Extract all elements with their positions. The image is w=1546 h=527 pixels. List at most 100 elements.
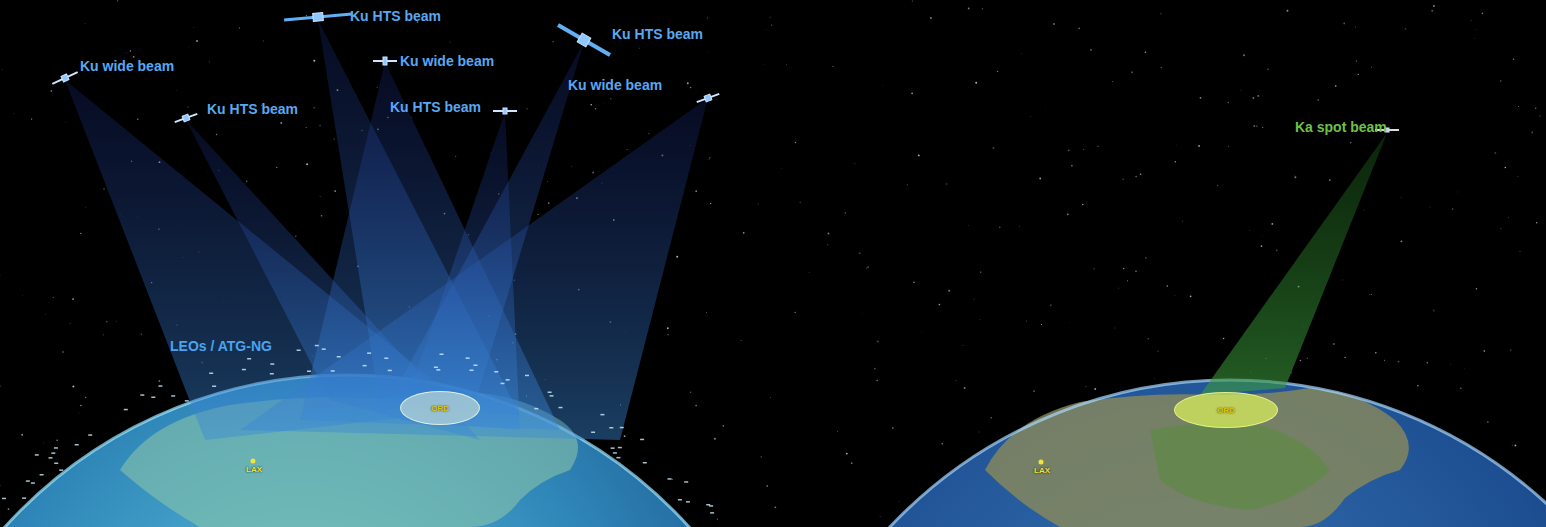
leo-satellite <box>297 350 301 352</box>
star <box>882 84 884 86</box>
star <box>1140 173 1142 175</box>
star <box>1356 61 1357 62</box>
star <box>1145 257 1147 259</box>
star <box>263 40 265 42</box>
star <box>874 368 876 370</box>
star <box>85 397 86 398</box>
star <box>1033 390 1035 392</box>
leo-satellite <box>436 369 440 371</box>
star <box>1135 176 1137 178</box>
leo-satellite <box>534 408 538 410</box>
star <box>1457 191 1459 193</box>
star <box>1335 85 1337 87</box>
leo-satellite <box>2 498 6 500</box>
star <box>859 252 861 254</box>
star <box>1482 12 1484 14</box>
star <box>595 108 596 109</box>
star <box>1217 185 1218 186</box>
airport-code: LAX <box>246 465 262 474</box>
star <box>920 331 922 333</box>
star <box>1363 209 1365 211</box>
star <box>1535 108 1537 110</box>
star <box>126 52 128 54</box>
star <box>69 322 71 324</box>
star <box>56 439 58 441</box>
star <box>1071 165 1073 167</box>
star <box>707 17 709 19</box>
beam-label: Ku HTS beam <box>390 99 481 115</box>
leo-satellite <box>54 447 58 449</box>
star <box>866 268 867 269</box>
leo-satellite <box>40 474 44 476</box>
star <box>690 87 692 89</box>
star <box>1252 97 1254 99</box>
star <box>306 127 307 128</box>
leo-satellite <box>51 452 55 454</box>
star <box>709 157 711 159</box>
star <box>1531 132 1533 134</box>
star <box>774 506 776 508</box>
star <box>0 485 1 486</box>
star <box>907 184 908 185</box>
star <box>239 27 240 28</box>
star <box>1518 106 1520 108</box>
leo-satellite <box>609 427 613 429</box>
star <box>1029 116 1031 118</box>
star <box>723 425 725 427</box>
star <box>1161 67 1162 68</box>
star <box>13 113 15 115</box>
star <box>1123 268 1125 270</box>
star <box>968 224 970 226</box>
star <box>800 202 801 203</box>
star <box>1067 213 1069 215</box>
star <box>1190 295 1192 297</box>
star <box>676 256 678 258</box>
star <box>1175 161 1176 162</box>
airport-code: ORD <box>1217 406 1235 415</box>
leo-satellite <box>501 383 505 385</box>
star <box>786 63 788 65</box>
beam-label: Ku wide beam <box>80 58 174 74</box>
leo-satellite <box>559 407 563 409</box>
star <box>80 405 82 407</box>
star <box>1082 204 1083 205</box>
star <box>766 485 768 487</box>
star <box>827 244 828 245</box>
star <box>1228 102 1229 103</box>
star <box>1473 37 1475 39</box>
star <box>1198 145 1200 147</box>
star <box>1019 225 1021 227</box>
star <box>377 87 378 88</box>
star <box>667 327 669 329</box>
star <box>1431 10 1433 12</box>
star <box>31 118 32 119</box>
star <box>1050 304 1052 306</box>
star <box>319 196 321 198</box>
star <box>1094 268 1095 269</box>
leo-satellite <box>88 434 92 436</box>
star <box>627 149 628 150</box>
star <box>879 515 881 517</box>
star <box>526 108 528 110</box>
star <box>1078 28 1080 30</box>
star <box>1514 444 1516 446</box>
star <box>757 203 759 205</box>
star <box>1041 324 1042 325</box>
star <box>1450 363 1452 365</box>
leo-satellite <box>35 454 39 456</box>
leo-satellite <box>434 367 438 369</box>
star <box>313 60 315 62</box>
star <box>939 304 941 306</box>
star <box>1368 294 1370 296</box>
star <box>1200 97 1202 99</box>
star <box>740 339 742 341</box>
leo-satellite <box>591 432 595 434</box>
leo-satellite <box>384 358 388 360</box>
star <box>553 41 554 42</box>
star <box>771 24 772 25</box>
star <box>62 351 64 353</box>
star <box>979 319 981 321</box>
beam-label: LEOs / ATG-NG <box>170 338 272 354</box>
star <box>1333 343 1335 345</box>
